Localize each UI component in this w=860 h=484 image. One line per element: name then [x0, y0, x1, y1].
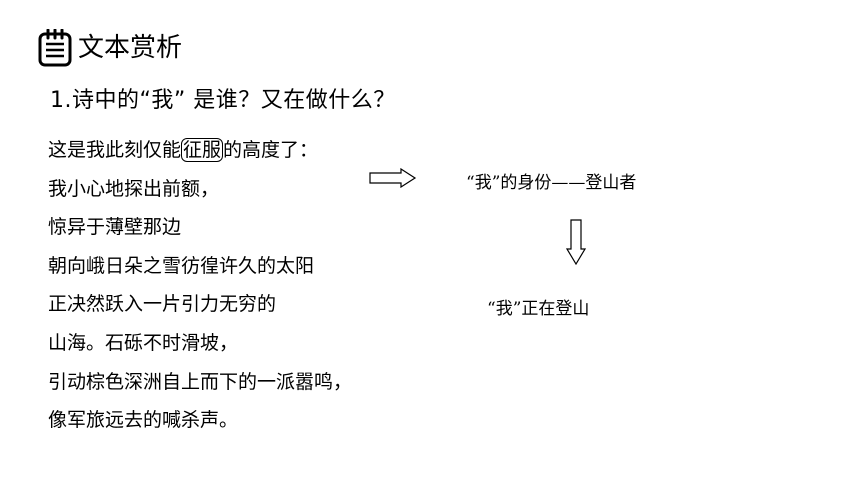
- poem-line-start: 这是我此刻仅能: [48, 139, 182, 161]
- poem-line: 引动棕色深洲自上而下的一派嚣鸣，: [48, 370, 353, 393]
- poem-text: 这是我此刻仅能征服的高度了： 我小心地探出前额， 惊异于薄壁那边 朝向峨日朵之雪…: [48, 134, 352, 443]
- question-heading: 1.诗中的“我” 是谁？又在做什么？: [50, 86, 396, 116]
- poem-line: 山海。石砾不时滑坡，: [48, 331, 239, 354]
- action-note: “我”正在登山: [487, 299, 590, 319]
- right-arrow-icon: [369, 168, 417, 188]
- question-text: 诗中的“我” 是谁？又在做什么？: [72, 88, 396, 113]
- section-title: 文本赏析: [78, 33, 183, 63]
- poem-line: 惊异于薄壁那边: [48, 216, 182, 239]
- poem-line: 正决然跃入一片引力无穷的: [48, 293, 277, 316]
- identity-note: “我”的身份——登山者: [466, 173, 637, 193]
- poem-line-end: 的高度了：: [223, 139, 319, 161]
- question-number: 1.: [50, 88, 72, 113]
- down-arrow-icon: [566, 219, 586, 265]
- poem-line: 像军旅远去的喊杀声。: [48, 409, 239, 432]
- poem-line: 朝向峨日朵之雪彷徨许久的太阳: [48, 254, 315, 277]
- notepad-icon: [38, 29, 72, 67]
- poem-line: 这是我此刻仅能征服的高度了：: [48, 134, 352, 173]
- boxed-word: 征服: [181, 138, 224, 162]
- poem-line: 我小心地探出前额，: [48, 177, 220, 200]
